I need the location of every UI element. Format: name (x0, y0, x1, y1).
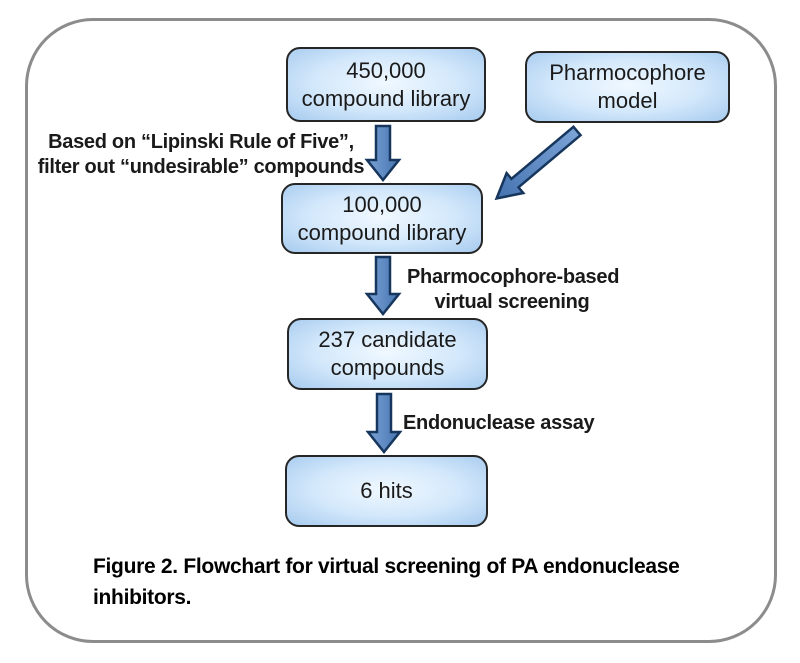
box-100k-line1: 100,000 (342, 191, 422, 217)
box-100k-line2: compound library (297, 219, 467, 245)
box-450k-line1: 450,000 (346, 57, 426, 83)
label-lipinski-line1: Based on “Lipinski Rule of Five”, (48, 131, 354, 153)
box-6-hits: 6 hits (285, 455, 488, 527)
box-237-line1: 237 candidate (318, 327, 457, 352)
figure-caption-line2: inhibitors. (93, 586, 192, 609)
label-virtual-screening: Pharmocophore-based virtual screening (407, 265, 620, 315)
figure-caption-line1: Figure 2. Flowchart for virtual screenin… (93, 555, 680, 578)
box-450k-line2: compound library (301, 85, 471, 111)
box-237-candidate-compounds: 237 candidate compounds (287, 318, 488, 390)
label-screening-line2: virtual screening (434, 291, 590, 313)
box-pharmacophore-model: Pharmocophore model (525, 51, 730, 123)
box-100k-compound-library: 100,000 compound library (281, 183, 483, 254)
label-lipinski-line2: filter out “undesirable” compounds (37, 156, 365, 178)
label-endonuclease-assay: Endonuclease assay (403, 411, 603, 436)
figure-caption: Figure 2. Flowchart for virtual screenin… (93, 551, 753, 613)
label-assay-line1: Endonuclease assay (403, 412, 595, 434)
box-pharm-line2: model (597, 88, 658, 113)
box-450k-compound-library: 450,000 compound library (286, 47, 486, 122)
box-hits-line1: 6 hits (360, 478, 413, 503)
label-screening-line1: Pharmocophore-based (407, 266, 620, 288)
box-237-line2: compounds (330, 355, 445, 380)
label-lipinski-filter: Based on “Lipinski Rule of Five”, filter… (21, 130, 381, 180)
box-pharm-line1: Pharmocophore (549, 60, 706, 85)
